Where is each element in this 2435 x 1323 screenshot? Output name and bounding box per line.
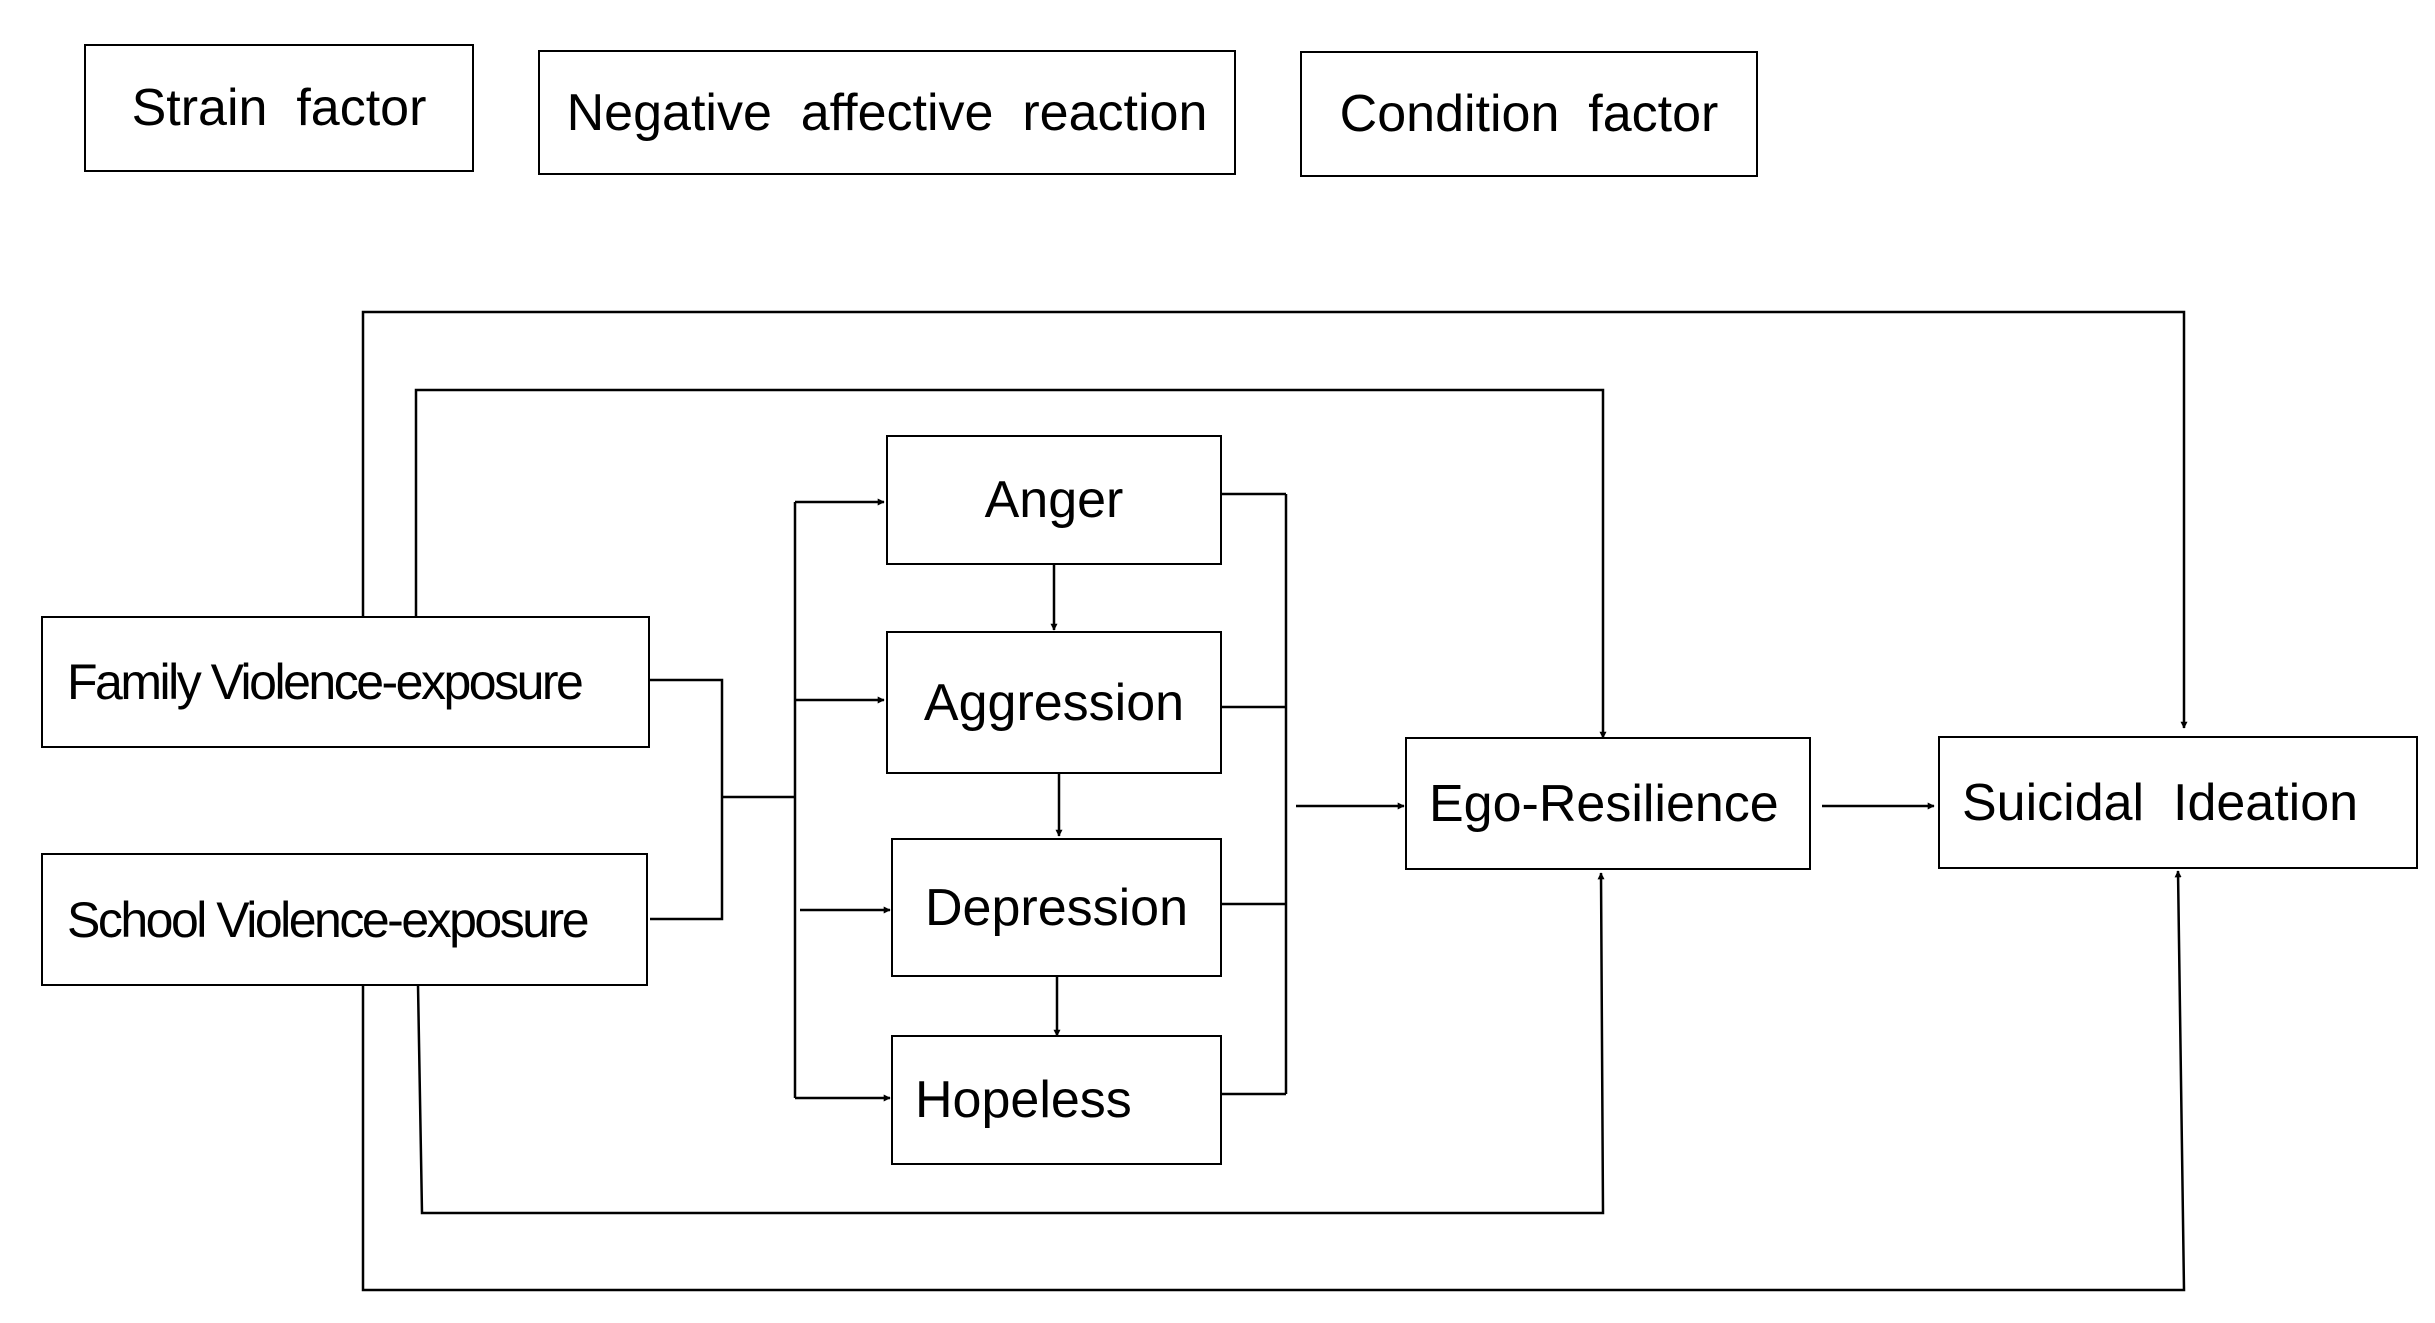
- school-violence-label: School Violence-exposure: [67, 891, 590, 948]
- school-merge-line: [650, 797, 724, 921]
- school-to-ego-line: [416, 872, 1605, 1215]
- legend-negative-affective-reaction: Negative affective reaction: [538, 50, 1236, 175]
- legend-condition-factor: Condition factor: [1300, 51, 1758, 177]
- anger-label: Anger: [984, 471, 1124, 529]
- school-to-suicidal-line: [361, 870, 2186, 1292]
- legend-strain-label: Strain factor: [131, 79, 427, 137]
- aggression-node: Aggression: [886, 631, 1222, 774]
- family-merge-line: [650, 678, 724, 797]
- legend-negative-label: Negative affective reaction: [566, 83, 1208, 142]
- legend-condition-label: Condition factor: [1339, 85, 1719, 143]
- depression-node: Depression: [891, 838, 1222, 977]
- depression-label: Depression: [924, 878, 1189, 937]
- anger-node: Anger: [886, 435, 1222, 565]
- hopeless-label: Hopeless: [915, 1071, 1132, 1129]
- suicidal-ideation-node: Suicidal Ideation: [1938, 736, 2418, 869]
- family-violence-label: Family Violence-exposure: [67, 654, 584, 710]
- hopeless-node: Hopeless: [891, 1035, 1222, 1165]
- family-to-ego-line: [414, 388, 1607, 739]
- aggression-label: Aggression: [923, 673, 1185, 732]
- school-violence-node: School Violence-exposure: [41, 853, 648, 986]
- legend-strain-factor: Strain factor: [84, 44, 474, 172]
- family-to-suicidal-line: [361, 310, 2188, 729]
- ego-resilience-node: Ego-Resilience: [1405, 737, 1811, 870]
- suicidal-ideation-label: Suicidal Ideation: [1962, 773, 2359, 832]
- ego-resilience-label: Ego-Resilience: [1429, 774, 1779, 833]
- family-violence-node: Family Violence-exposure: [41, 616, 650, 748]
